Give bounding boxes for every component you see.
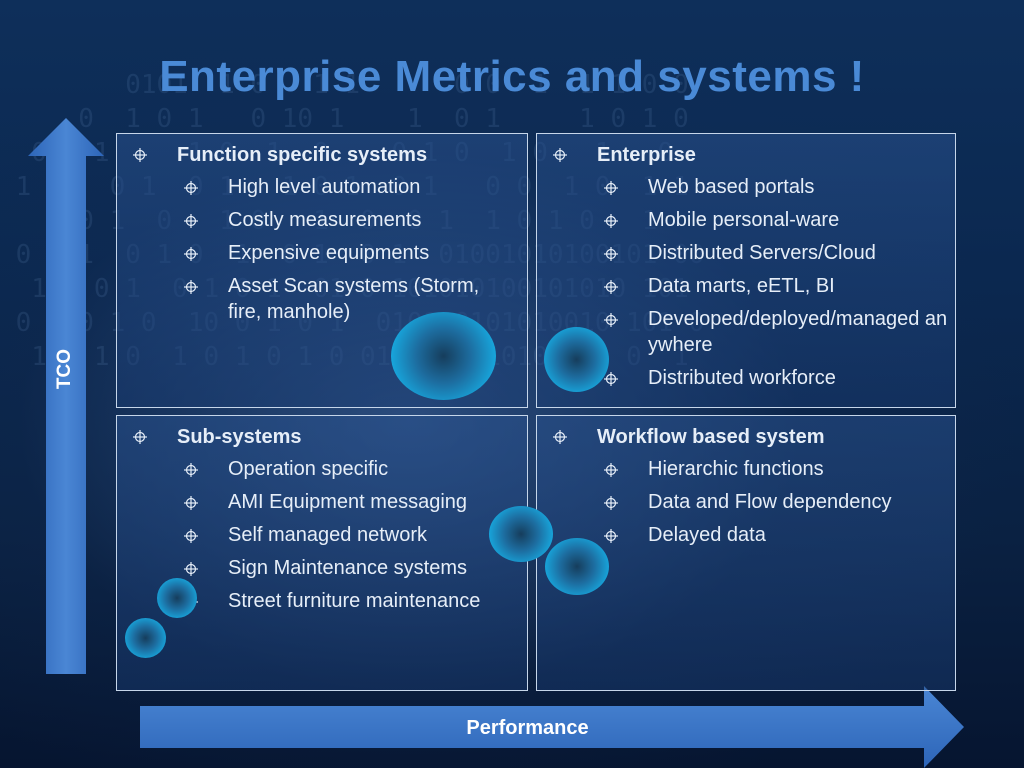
panel-heading: Workflow based system — [597, 426, 825, 448]
crosshair-bullet-icon — [604, 496, 618, 510]
page-title: Enterprise Metrics and systems ! — [159, 52, 865, 101]
list-item: Sign Maintenance systems — [228, 557, 468, 579]
performance-axis-arrow — [140, 686, 964, 768]
crosshair-bullet-icon — [184, 247, 198, 261]
bubble-marker — [157, 578, 197, 618]
list-item: Costly measurements — [228, 209, 422, 231]
crosshair-bullet-icon — [184, 463, 198, 477]
list-item: Expensive equipments — [228, 242, 430, 264]
crosshair-bullet-icon — [184, 562, 198, 576]
bubble-marker — [545, 538, 609, 595]
bubble-marker — [391, 312, 496, 400]
bubble-marker — [125, 618, 166, 658]
list-item: Distributed Servers/Cloud — [648, 242, 876, 264]
list-item: Mobile personal-ware — [648, 209, 840, 231]
performance-axis-label: Performance — [466, 717, 589, 739]
crosshair-bullet-icon — [604, 529, 618, 543]
list-item: Web based portals — [648, 176, 815, 198]
list-item: Self managed network — [228, 524, 428, 546]
list-item: AMI Equipment messaging — [228, 491, 468, 513]
crosshair-bullet-icon — [604, 372, 618, 386]
list-item: Asset Scan systems (Storm, fire, manhole… — [228, 275, 480, 323]
panel-sub-systems: Sub-systems Operation specific AMI Equip… — [116, 415, 528, 691]
crosshair-bullet-icon — [553, 430, 567, 444]
crosshair-bullet-icon — [604, 313, 618, 327]
panel-heading: Enterprise — [597, 144, 696, 166]
list-item: Operation specific — [228, 458, 389, 480]
panel-function-specific-systems: Function specific systems High level aut… — [116, 133, 528, 408]
list-item: Hierarchic functions — [648, 458, 824, 480]
crosshair-bullet-icon — [604, 214, 618, 228]
crosshair-bullet-icon — [133, 148, 147, 162]
list-item: Data and Flow dependency — [648, 491, 892, 513]
panel-workflow-based-system: Workflow based system Hierarchic functio… — [536, 415, 956, 691]
list-item: Developed/deployed/managed anywhere — [648, 308, 948, 356]
crosshair-bullet-icon — [184, 529, 198, 543]
crosshair-bullet-icon — [133, 430, 147, 444]
crosshair-bullet-icon — [184, 280, 198, 294]
crosshair-bullet-icon — [604, 463, 618, 477]
list-item: Street furniture maintenance — [228, 590, 481, 612]
panel-heading: Function specific systems — [177, 144, 428, 166]
crosshair-bullet-icon — [553, 148, 567, 162]
panel-heading: Sub-systems — [177, 426, 302, 448]
tco-axis-arrow — [28, 118, 104, 674]
list-item: High level automation — [228, 176, 421, 198]
bubble-marker — [489, 506, 553, 562]
bubble-marker — [544, 327, 609, 392]
tco-axis-label: TCO — [54, 348, 75, 390]
list-item: Distributed workforce — [648, 367, 836, 389]
crosshair-bullet-icon — [604, 247, 618, 261]
list-item: Data marts, eETL, BI — [648, 275, 835, 297]
list-item: Delayed data — [648, 524, 766, 546]
crosshair-bullet-icon — [184, 496, 198, 510]
crosshair-bullet-icon — [604, 181, 618, 195]
crosshair-bullet-icon — [184, 181, 198, 195]
crosshair-bullet-icon — [184, 214, 198, 228]
crosshair-bullet-icon — [604, 280, 618, 294]
panel-enterprise: Enterprise Web based portals Mobile pers… — [536, 133, 956, 408]
